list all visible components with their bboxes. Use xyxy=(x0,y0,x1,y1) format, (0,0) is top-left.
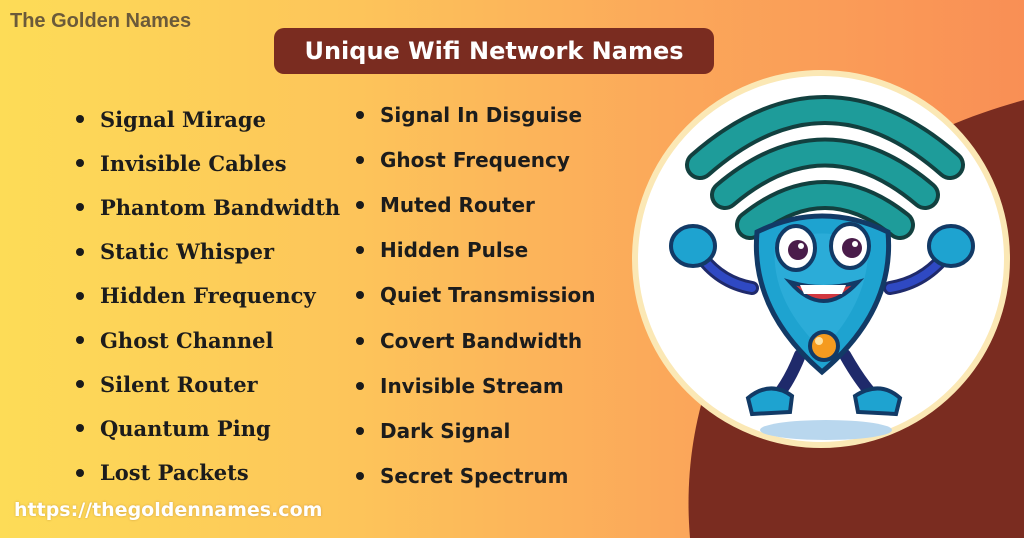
list-item: Invisible Stream xyxy=(356,363,595,408)
list-item: Quantum Ping xyxy=(76,406,340,450)
name-label: Secret Spectrum xyxy=(380,464,569,489)
name-label: Hidden Pulse xyxy=(380,238,529,263)
name-label: Silent Router xyxy=(100,371,258,397)
bullet-icon xyxy=(76,115,84,124)
list-item: Signal Mirage xyxy=(76,97,340,141)
bullet-icon xyxy=(356,155,364,164)
bullet-icon xyxy=(76,247,84,256)
name-label: Static Whisper xyxy=(100,239,275,265)
name-label: Quiet Transmission xyxy=(380,283,596,308)
bullet-icon xyxy=(356,381,364,390)
bullet-icon xyxy=(76,291,84,300)
bullet-icon xyxy=(356,472,364,481)
list-item: Covert Bandwidth xyxy=(356,318,595,363)
list-item: Signal In Disguise xyxy=(356,92,595,137)
bullet-icon xyxy=(356,336,364,345)
bullet-icon xyxy=(356,200,364,209)
name-label: Invisible Cables xyxy=(100,150,287,176)
mascot-button-icon xyxy=(808,330,840,362)
list-item: Phantom Bandwidth xyxy=(76,185,340,229)
name-label: Signal Mirage xyxy=(100,106,266,132)
list-item: Invisible Cables xyxy=(76,141,340,185)
list-item: Ghost Channel xyxy=(76,318,340,362)
bullet-icon xyxy=(76,468,84,477)
footer-url[interactable]: https://thegoldennames.com xyxy=(14,499,323,521)
list-item: Secret Spectrum xyxy=(356,454,595,499)
bullet-icon xyxy=(356,110,364,119)
bullet-icon xyxy=(76,424,84,433)
list-item: Hidden Frequency xyxy=(76,274,340,318)
page-title: Unique Wifi Network Names xyxy=(274,28,714,74)
wifi-signal-icon xyxy=(685,95,965,240)
list-item: Static Whisper xyxy=(76,230,340,274)
bullet-icon xyxy=(76,159,84,168)
mascot-shadow-icon xyxy=(760,420,892,440)
list-item: Silent Router xyxy=(76,362,340,406)
bullet-icon xyxy=(356,246,364,255)
mascot-eyes-icon xyxy=(775,222,871,272)
bullet-icon xyxy=(76,336,84,345)
name-label: Quantum Ping xyxy=(100,415,271,441)
name-label: Lost Packets xyxy=(100,460,249,486)
name-label: Hidden Frequency xyxy=(100,283,316,309)
list-item: Hidden Pulse xyxy=(356,228,595,273)
bullet-icon xyxy=(356,291,364,300)
name-label: Dark Signal xyxy=(380,418,511,443)
mascot-hands-icon xyxy=(669,224,975,268)
list-item: Lost Packets xyxy=(76,451,340,495)
list-item: Quiet Transmission xyxy=(356,273,595,318)
bullet-icon xyxy=(356,426,364,435)
name-label: Invisible Stream xyxy=(380,373,564,398)
name-label: Covert Bandwidth xyxy=(380,328,583,353)
name-label: Signal In Disguise xyxy=(380,102,583,127)
name-label: Muted Router xyxy=(380,192,535,217)
name-label: Ghost Channel xyxy=(100,327,274,353)
list-item: Dark Signal xyxy=(356,408,595,453)
name-label: Ghost Frequency xyxy=(380,147,570,172)
bullet-icon xyxy=(76,203,84,212)
list-item: Ghost Frequency xyxy=(356,137,595,182)
list-item: Muted Router xyxy=(356,182,595,227)
name-label: Phantom Bandwidth xyxy=(100,194,341,220)
bullet-icon xyxy=(76,380,84,389)
mascot-feet-icon xyxy=(745,386,903,417)
brand-logo: The Golden Names xyxy=(10,10,192,32)
